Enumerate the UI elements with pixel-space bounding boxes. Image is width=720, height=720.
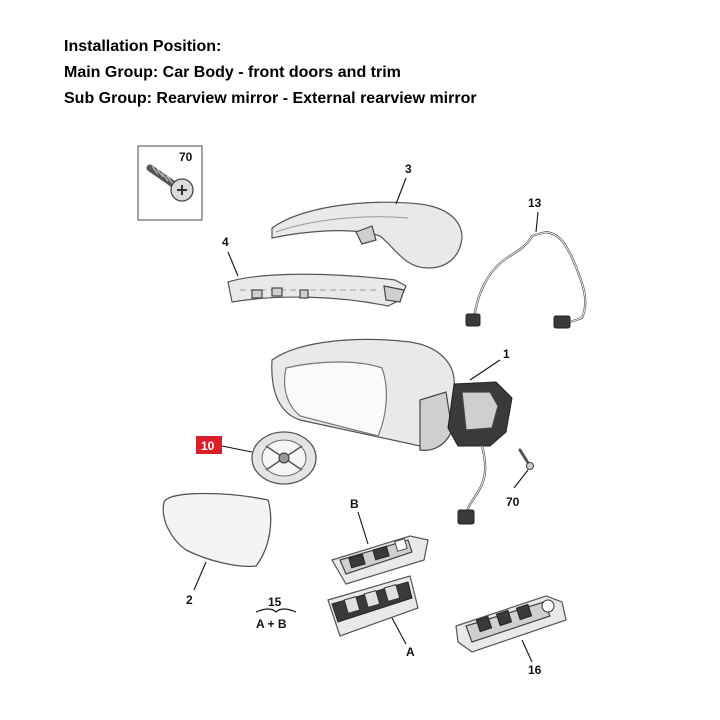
- label-70-box: 70: [179, 150, 193, 164]
- part-1-mirror-housing[interactable]: 1: [271, 338, 513, 525]
- label-10: 10: [201, 439, 215, 453]
- screw-icon: [146, 164, 194, 202]
- label-a: A: [406, 645, 415, 659]
- installation-position-title: Installation Position:: [64, 38, 222, 55]
- part-16-switch-panel[interactable]: 16: [455, 595, 567, 677]
- part-3-mirror-cover[interactable]: 3: [271, 162, 463, 269]
- label-2: 2: [186, 593, 193, 607]
- part-70-screw-box[interactable]: 70: [137, 145, 203, 221]
- part-b-switch[interactable]: B: [331, 497, 429, 585]
- label-4: 4: [222, 235, 229, 249]
- part-4-mirror-frame[interactable]: 4: [222, 235, 407, 307]
- label-1: 1: [503, 347, 510, 361]
- sub-group-line: Sub Group: Rearview mirror - External re…: [64, 90, 477, 107]
- label-a-plus-b: A + B: [256, 617, 287, 631]
- highlight-badge: [196, 436, 222, 454]
- part-2-mirror-glass[interactable]: 2: [162, 492, 272, 608]
- part-10-mirror-actuator[interactable]: 10: [196, 431, 317, 485]
- header: Installation Position: Main Group: Car B…: [64, 34, 477, 112]
- part-13-wiring-harness[interactable]: 13: [465, 196, 587, 329]
- label-13: 13: [528, 196, 542, 210]
- label-70: 70: [506, 495, 520, 509]
- label-15: 15: [268, 595, 282, 609]
- label-3: 3: [405, 162, 412, 176]
- part-15-kit: 15 A + B: [255, 595, 297, 631]
- main-group-line: Main Group: Car Body - front doors and t…: [64, 64, 401, 81]
- label-16: 16: [528, 663, 542, 677]
- part-a-switch[interactable]: A: [327, 575, 419, 659]
- label-b: B: [350, 497, 359, 511]
- part-70-screw[interactable]: 70: [506, 448, 534, 509]
